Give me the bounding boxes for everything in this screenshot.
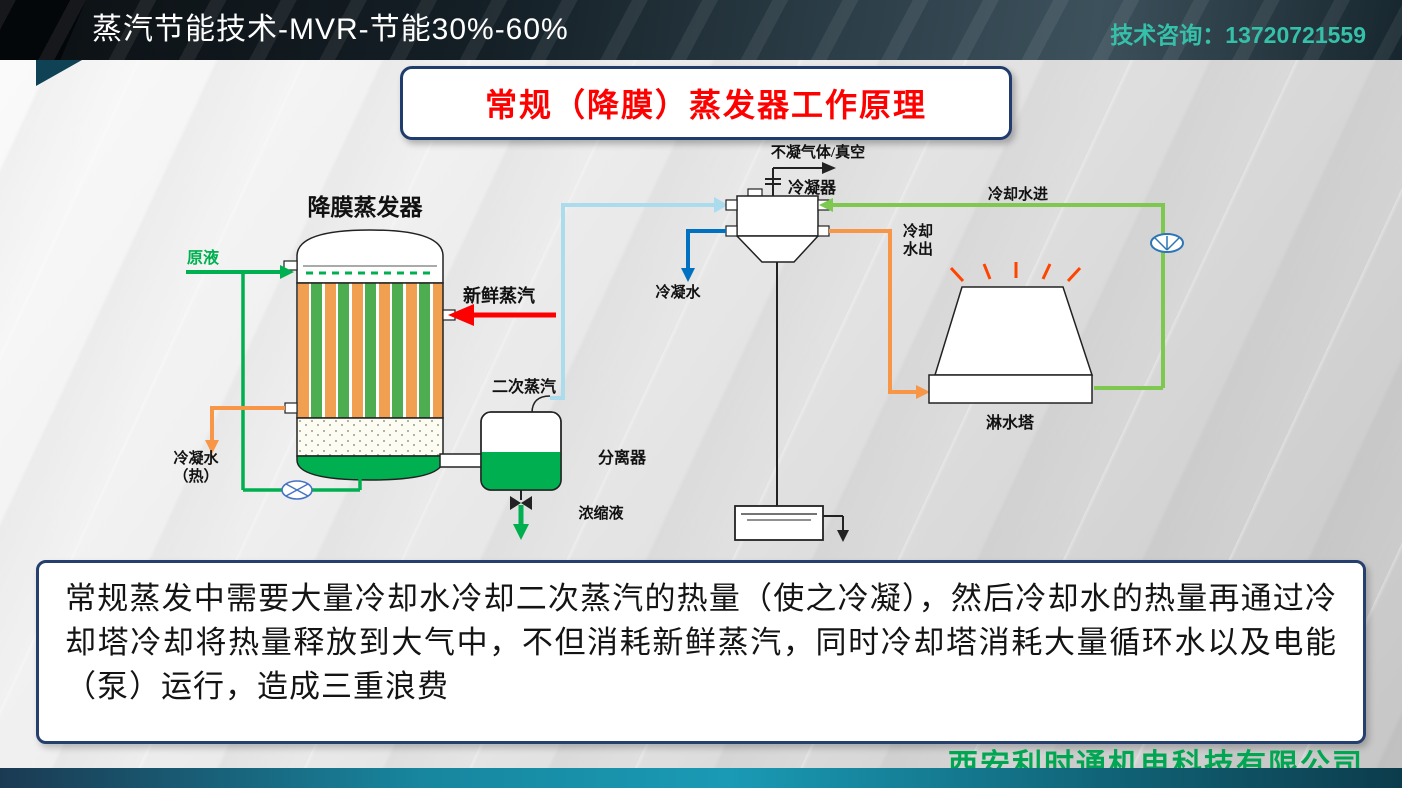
water-tank xyxy=(734,505,849,542)
condensate-label: 冷凝水 xyxy=(655,283,701,301)
cooling-water-out-flow: 冷却 水出 xyxy=(829,222,933,399)
cooling-out-label-1: 冷却 xyxy=(903,222,933,240)
raw-liquid-flow: 原液 xyxy=(186,248,362,500)
bottom-bar xyxy=(0,768,1402,788)
spray-tower: 淋水塔 xyxy=(928,262,1094,432)
corner-ribbon-icon xyxy=(36,60,82,86)
description-text: 常规蒸发中需要大量冷却水冷却二次蒸汽的热量（使之冷凝），然后冷却水的热量再通过冷… xyxy=(65,581,1337,705)
separator: 分离器 浓缩液 xyxy=(480,395,647,540)
separator-label: 分离器 xyxy=(598,448,647,467)
falling-film-evaporator: 降膜蒸发器 xyxy=(283,194,456,481)
slide-title-box: 常规（降膜）蒸发器工作原理 xyxy=(400,66,1012,140)
secondary-steam-flow: 二次蒸汽 xyxy=(492,197,728,400)
secondary-steam-label: 二次蒸汽 xyxy=(492,377,556,396)
header-bar: 蒸汽节能技术-MVR-节能30%-60% 技术咨询：13720721559 xyxy=(0,0,1402,60)
condenser: 不凝气体/真空 冷凝器 xyxy=(725,143,865,506)
raw-liquid-label: 原液 xyxy=(187,248,220,267)
concentrate-label: 浓缩液 xyxy=(578,504,624,522)
condenser-label: 冷凝器 xyxy=(788,178,837,197)
fresh-steam-flow: 新鲜蒸汽 xyxy=(448,285,556,326)
heat-rays-icon xyxy=(949,262,1082,283)
header-title: 蒸汽节能技术-MVR-节能30%-60% xyxy=(92,13,569,46)
condensate-hot-label-2: （热） xyxy=(173,467,218,485)
header-left-block xyxy=(0,0,86,60)
valve-icon xyxy=(510,496,521,510)
condensate-hot-label-1: 冷凝水 xyxy=(173,449,219,467)
description-box: 常规蒸发中需要大量冷却水冷却二次蒸汽的热量（使之冷凝），然后冷却水的热量再通过冷… xyxy=(36,560,1366,744)
cooling-out-label-2: 水出 xyxy=(903,240,933,258)
evaporator-label: 降膜蒸发器 xyxy=(308,194,424,220)
evaporator-separator-pipe xyxy=(439,453,485,468)
noncondensable-label: 不凝气体/真空 xyxy=(771,143,865,161)
condensate-hot-flow: 冷凝水 （热） xyxy=(173,406,285,485)
header-contact: 技术咨询：13720721559 xyxy=(1110,22,1366,48)
cooling-water-in-flow: 冷却水进 xyxy=(819,185,1184,390)
cooling-in-label: 冷却水进 xyxy=(988,185,1048,203)
condensate-flow: 冷凝水 xyxy=(655,229,726,301)
fresh-steam-label: 新鲜蒸汽 xyxy=(463,285,535,306)
slide-title: 常规（降膜）蒸发器工作原理 xyxy=(484,87,927,123)
tower-label: 淋水塔 xyxy=(986,413,1035,432)
